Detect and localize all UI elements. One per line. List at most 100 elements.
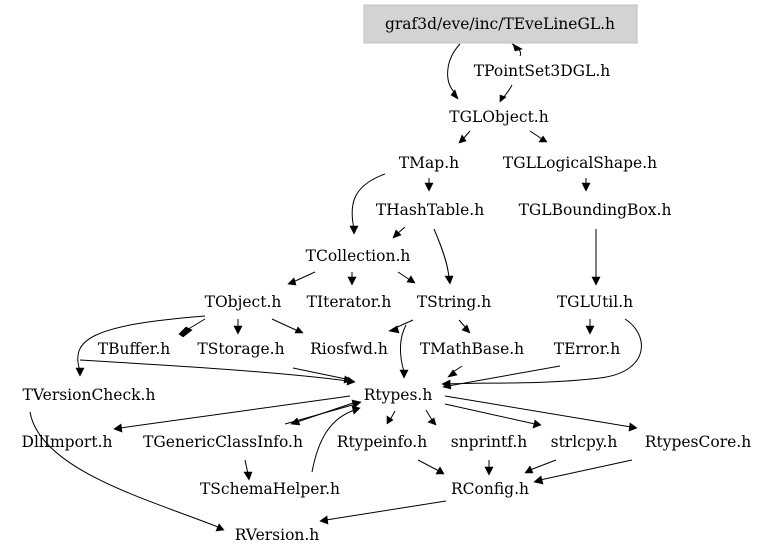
arrowhead [287,277,297,286]
arrowhead [294,326,304,334]
arrowhead [351,405,361,415]
arrowhead [349,225,359,235]
arrowhead [484,466,494,476]
edge-tversioncheck-rversion [29,411,219,528]
arrowhead [450,89,459,100]
arrowhead [178,326,193,338]
node-tstorage[interactable]: TStorage.h [197,340,284,358]
arrowhead [406,275,416,284]
edge-thashtable-tstring [433,228,450,279]
arrowhead [427,417,437,426]
arrowhead [388,325,400,334]
arrowhead [444,275,454,285]
arrowhead [399,369,409,379]
edge-tstring-rtypes [400,324,407,373]
node-tgllogicalshape[interactable]: TGLLogicalShape.h [503,154,657,172]
node-riosfwd[interactable]: Riosfwd.h [310,340,388,358]
edge-rtypescore-rconfig [539,459,633,481]
arrowhead [532,419,542,429]
node-tglutil[interactable]: TGLUtil.h [557,293,633,311]
edge-tcollection-tobject [292,271,316,283]
node-tmap[interactable]: TMap.h [399,154,459,172]
edge-rtypes-snprintf [425,409,433,421]
arrowhead [424,182,434,192]
node-tmathbase[interactable]: TMathBase.h [420,340,524,358]
arrowhead [319,515,329,525]
node-tobject[interactable]: TObject.h [205,293,282,311]
edge-tpointset3dgl-tglobject [502,84,513,99]
edge-strlcpy-rconfig [529,459,557,471]
edge-rtypes-strlcpy [444,403,536,425]
arrowhead [351,399,362,409]
edge-tcollection-tstring [397,271,411,281]
node-root[interactable]: graf3d/eve/inc/TEveLineGL.h [385,15,615,33]
edge-tstorage-rtypes [292,367,347,380]
arrowhead [290,417,301,426]
node-tschemahelper[interactable]: TSchemaHelper.h [200,480,340,498]
edge-tobject-rtypes [79,359,349,382]
arrowhead [386,415,394,425]
arrowhead [233,325,243,335]
edge-rconfig-rversion [325,500,447,521]
node-tpointset3dgl[interactable]: TPointSet3DGL.h [474,62,611,80]
node-rversion[interactable]: RVersion.h [235,526,320,544]
arrowhead [343,375,353,384]
arrowhead [512,43,523,52]
arrowhead [435,466,445,475]
arrowhead [442,381,452,390]
edge-tobject-riosfwd [271,318,299,332]
node-tglboundingbox[interactable]: TGLBoundingBox.h [519,201,672,219]
edge-terror-rtypes [447,365,561,387]
node-tbuffer[interactable]: TBuffer.h [98,340,171,358]
node-thashtable[interactable]: THashTable.h [376,201,484,219]
arrowhead [458,134,467,144]
edge-rtypeinfo-rconfig [417,459,440,472]
node-rtypes[interactable]: Rtypes.h [364,386,433,404]
edge-rtypes-rtypescore [444,395,632,428]
node-rconfig[interactable]: RConfig.h [451,480,529,498]
node-tstring[interactable]: TString.h [417,293,491,311]
root-node-box [363,4,638,44]
arrowhead [243,471,253,481]
arrowhead [524,465,534,474]
node-rtypeinfo[interactable]: Rtypeinfo.h [337,433,427,451]
node-terror[interactable]: TError.h [554,340,620,358]
edge-tmap-tcollection [351,173,386,230]
arrowhead [591,276,601,286]
arrowhead [533,475,544,485]
node-dllimport[interactable]: DllImport.h [22,433,113,451]
graph-nodes: graf3d/eve/inc/TEveLineGL.h TPointSet3DG… [22,4,751,544]
edge-tobject-tversioncheck [77,315,206,372]
arrowhead [392,229,402,239]
arrowhead [113,423,123,433]
node-tcollection[interactable]: TCollection.h [306,247,411,265]
graph-edges [29,43,642,528]
node-snprintf[interactable]: snprintf.h [451,433,528,451]
edge-rtypes-dllimport [119,395,351,429]
edge-tglobject-tmap [462,130,471,140]
node-strlcpy[interactable]: strlcpy.h [551,433,618,451]
edge-tglobject-tgllogicalshape [529,130,543,140]
arrowhead [461,324,471,334]
edge-tglutil-rtypes [443,318,642,385]
node-tgenericclassinfo[interactable]: TGenericClassInfo.h [143,433,303,451]
node-tversioncheck[interactable]: TVersionCheck.h [23,386,156,404]
node-tglobject[interactable]: TGLObject.h [449,108,548,126]
node-titerator[interactable]: TIterator.h [307,293,392,311]
edge-root-tglobject [447,43,461,94]
edge-tmathbase-rtypes [452,365,463,373]
graph-arrowheads [75,43,638,532]
node-rtypescore[interactable]: RtypesCore.h [645,433,751,451]
edge-tschemahelper-rtypes [311,409,356,473]
arrowhead [499,94,507,103]
arrowhead [585,325,595,335]
arrowhead [447,369,458,378]
arrowhead [347,276,357,286]
arrowhead [538,135,548,143]
arrowhead [215,523,225,532]
arrowhead [628,422,638,432]
edge-tgenericclassinfo-tschemahelper [244,459,249,475]
arrowhead [75,367,85,377]
edge-tstring-tmathbase [458,319,467,329]
